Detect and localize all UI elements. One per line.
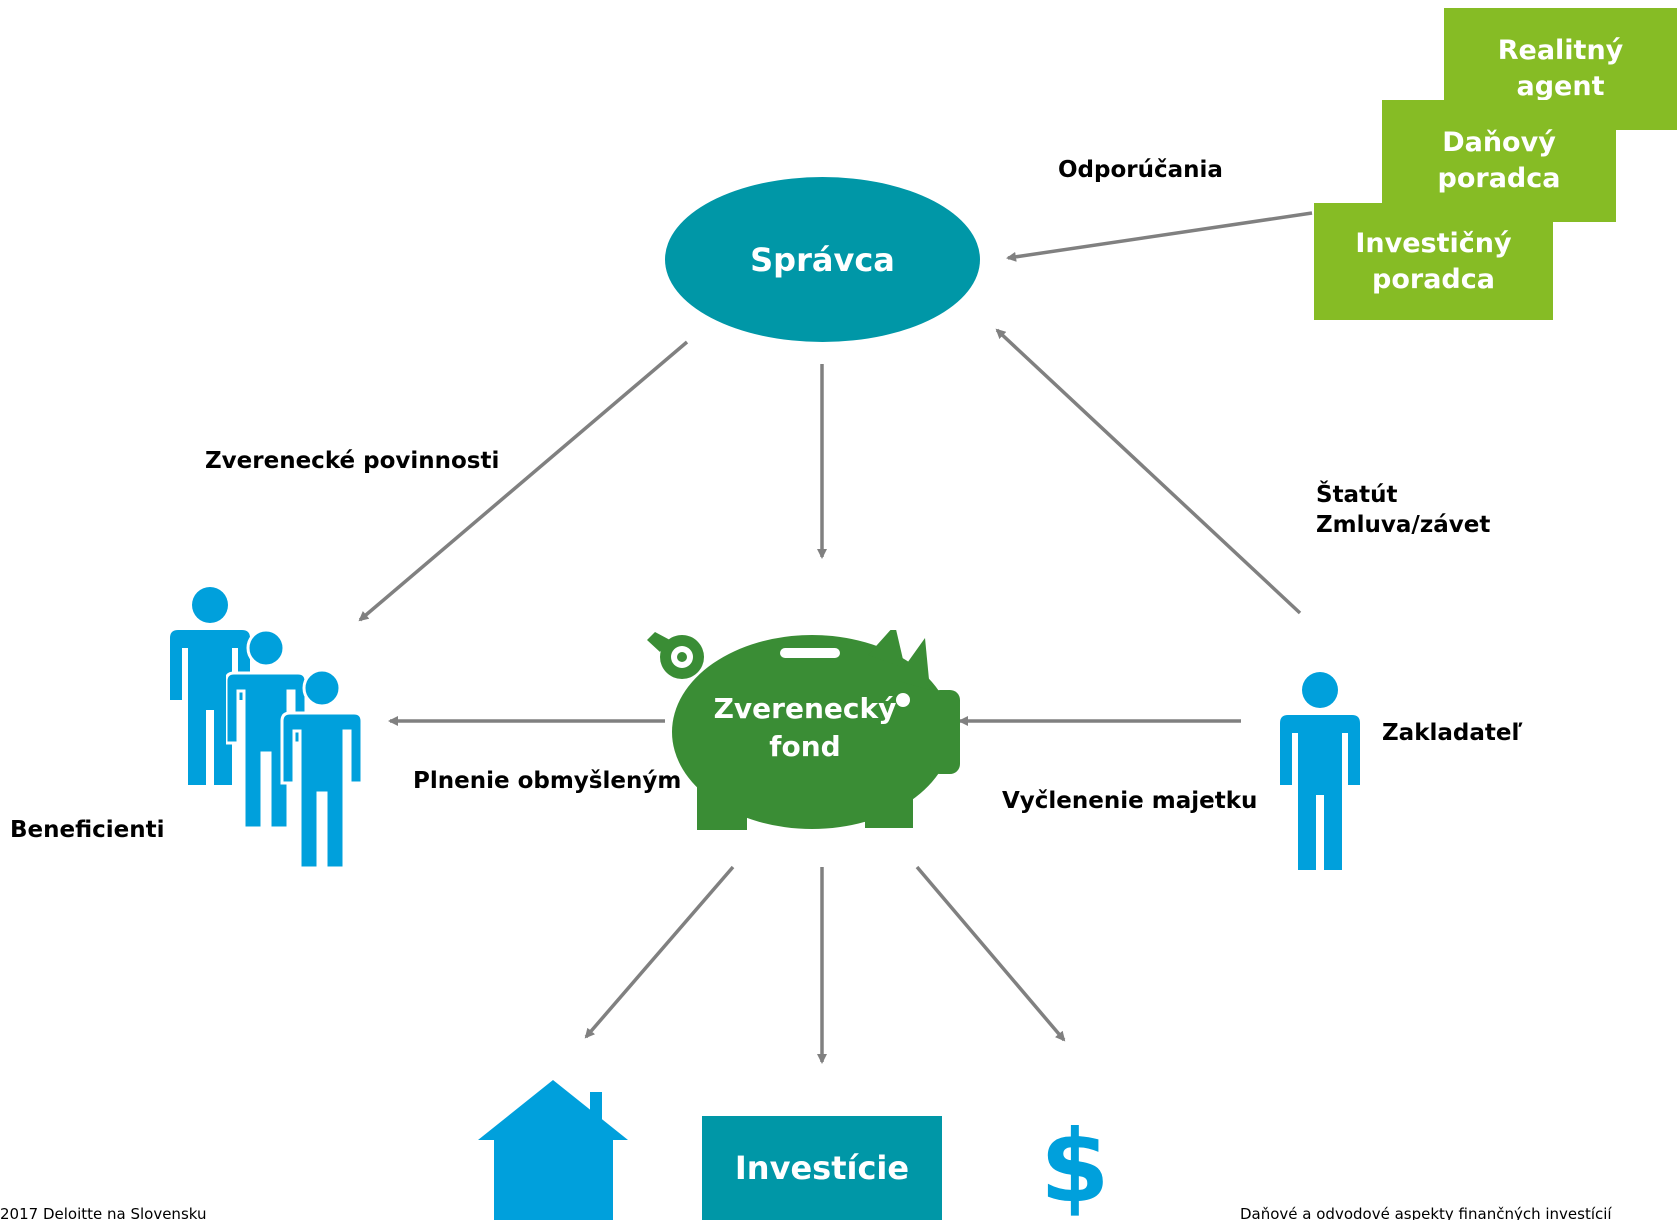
label-performance: Plnenie obmyšleným [413,768,682,794]
beneficiaries-person-icon-3 [280,668,364,868]
beneficiaries-person-icon-2 [226,628,306,828]
footer-left: 2017 Deloitte na Slovensku [0,1205,207,1220]
footer-right: Daňové a odvodové aspekty finančných inv… [1240,1205,1612,1220]
arrow-recommendations [1006,211,1313,262]
advisor-line: poradca [1372,263,1495,295]
label-recommendations: Odporúčania [1058,157,1223,183]
advisor-line: Realitný [1497,35,1624,66]
advisor-line: Investičný [1355,227,1512,259]
investments-label: Investície [734,1149,910,1187]
fund-label-line1: Zverenecký [713,692,897,725]
advisor-line: poradca [1437,163,1561,194]
arrow-to-house [584,865,735,1039]
dollar-icon: $ [1040,1108,1110,1220]
advisor-box-investment: Investičný poradca [1314,203,1553,320]
label-asset-separation: Vyčlenenie majetku [1002,788,1258,814]
arrow-to-dollar [915,865,1066,1042]
piggy-bank-icon [647,630,960,830]
label-founder: Zakladateľ [1382,720,1523,746]
label-statute: Štatút [1316,482,1398,508]
investments-box: Investície [702,1116,942,1220]
founder-person-icon [1280,672,1360,870]
beneficiaries-person-icon-1 [170,587,250,785]
label-beneficiaries: Beneficienti [10,817,165,843]
manager-label: Správca [750,240,895,279]
arrow-fiduciary-duties [358,340,689,622]
manager-node: Správca [665,177,980,342]
label-contract: Zmluva/závet [1316,512,1491,538]
advisor-line: Daňový [1442,127,1556,158]
fund-label-line2: fond [769,730,841,763]
advisor-box-tax: Daňový poradca [1382,100,1616,222]
arrow-statute [995,328,1302,615]
house-icon [478,1080,628,1220]
label-fiduciary-duties: Zverenecké povinnosti [205,448,500,474]
fund-label: Zverenecký fond [700,690,910,766]
advisor-line: agent [1516,71,1605,102]
